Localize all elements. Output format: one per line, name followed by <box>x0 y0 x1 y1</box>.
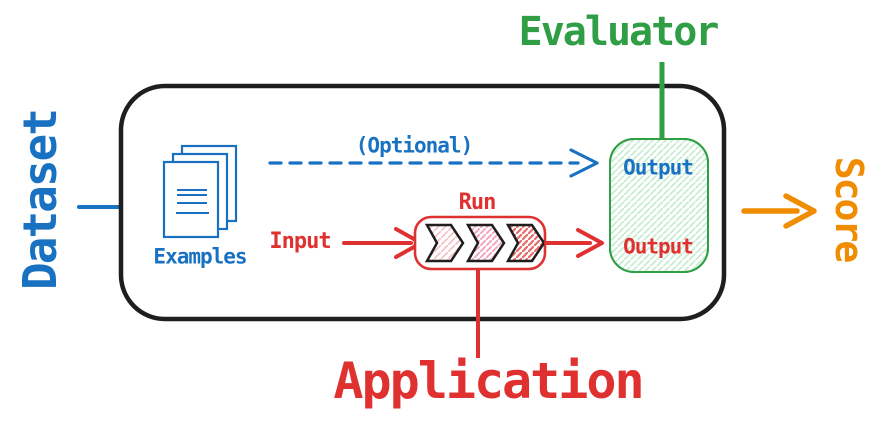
score-arrow <box>741 193 817 229</box>
run-output-label: Output <box>623 234 694 259</box>
run-label: Run <box>458 190 497 215</box>
dataset-label: Dataset <box>13 110 67 290</box>
optional-label: (Optional) <box>355 133 473 158</box>
evaluator-label: Evaluator <box>518 9 720 55</box>
application-label: Application <box>333 352 644 410</box>
experiment-box-outline <box>118 83 727 322</box>
input-label: Input <box>269 229 331 254</box>
stacked-documents-icon <box>162 144 238 239</box>
reference-output-label: Output <box>623 155 694 180</box>
run-output-arrow <box>544 228 604 258</box>
chevron-pipeline-icon <box>424 223 546 263</box>
examples-label: Examples <box>153 244 247 269</box>
evaluator-box-hatch <box>609 138 709 273</box>
score-label: Score <box>827 156 871 262</box>
optional-dashed-arrow <box>268 148 599 178</box>
